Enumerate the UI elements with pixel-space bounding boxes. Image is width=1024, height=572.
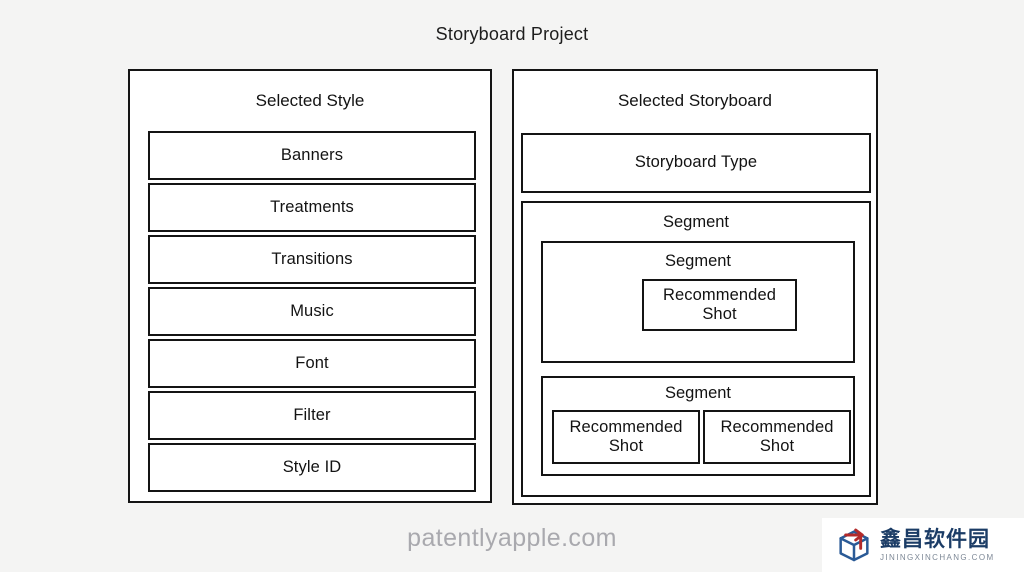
recommended-shot-box[interactable]: Recommended Shot [703, 410, 851, 464]
style-row-treatments[interactable]: Treatments [148, 183, 476, 232]
storyboard-type-box[interactable]: Storyboard Type [521, 133, 871, 193]
style-row-style-id[interactable]: Style ID [148, 443, 476, 492]
recommended-shot-label: Recommended Shot [720, 417, 834, 455]
segment-inner-2-box: Segment Recommended Shot Recommended Sho… [541, 376, 855, 476]
style-row-label: Transitions [271, 249, 353, 268]
selected-style-header: Selected Style [255, 91, 365, 110]
selected-storyboard-panel: Selected Storyboard Storyboard Type Segm… [512, 69, 878, 505]
segment-inner-1-box: Segment Recommended Shot [541, 241, 855, 363]
site-badge[interactable]: 鑫昌软件园 JININGXINCHANG.COM [822, 518, 1024, 572]
style-row-label: Banners [280, 145, 344, 164]
recommended-shot-label: Recommended Shot [569, 417, 683, 455]
selected-storyboard-header: Selected Storyboard [617, 91, 773, 110]
style-row-label: Music [290, 301, 334, 320]
style-row-transitions[interactable]: Transitions [148, 235, 476, 284]
segment-outer-box: Segment Segment Recommended Shot Segment… [521, 201, 871, 497]
recommended-shot-box[interactable]: Recommended Shot [552, 410, 700, 464]
selected-style-panel: Selected Style Banners Treatments Transi… [128, 69, 492, 503]
style-row-label: Style ID [282, 457, 342, 476]
recommended-shot-label: Recommended Shot [663, 285, 776, 323]
segment-inner-2-label: Segment [664, 384, 732, 402]
segment-outer-label: Segment [662, 213, 730, 231]
style-row-music[interactable]: Music [148, 287, 476, 336]
style-row-filter[interactable]: Filter [148, 391, 476, 440]
segment-inner-1-label: Segment [664, 252, 732, 270]
cube-arrow-logo-icon [834, 525, 874, 565]
storyboard-type-label: Storyboard Type [634, 153, 758, 172]
recommended-shot-box[interactable]: Recommended Shot [642, 279, 797, 331]
style-row-label: Filter [293, 405, 331, 424]
site-watermark: patentlyapple.com [407, 524, 617, 552]
style-row-banners[interactable]: Banners [148, 131, 476, 180]
badge-subtitle: JININGXINCHANG.COM [880, 552, 995, 562]
style-row-label: Font [295, 353, 329, 372]
badge-title: 鑫昌软件园 [880, 527, 990, 551]
style-row-font[interactable]: Font [148, 339, 476, 388]
style-row-label: Treatments [270, 197, 354, 216]
page-title: Storyboard Project [435, 24, 589, 44]
